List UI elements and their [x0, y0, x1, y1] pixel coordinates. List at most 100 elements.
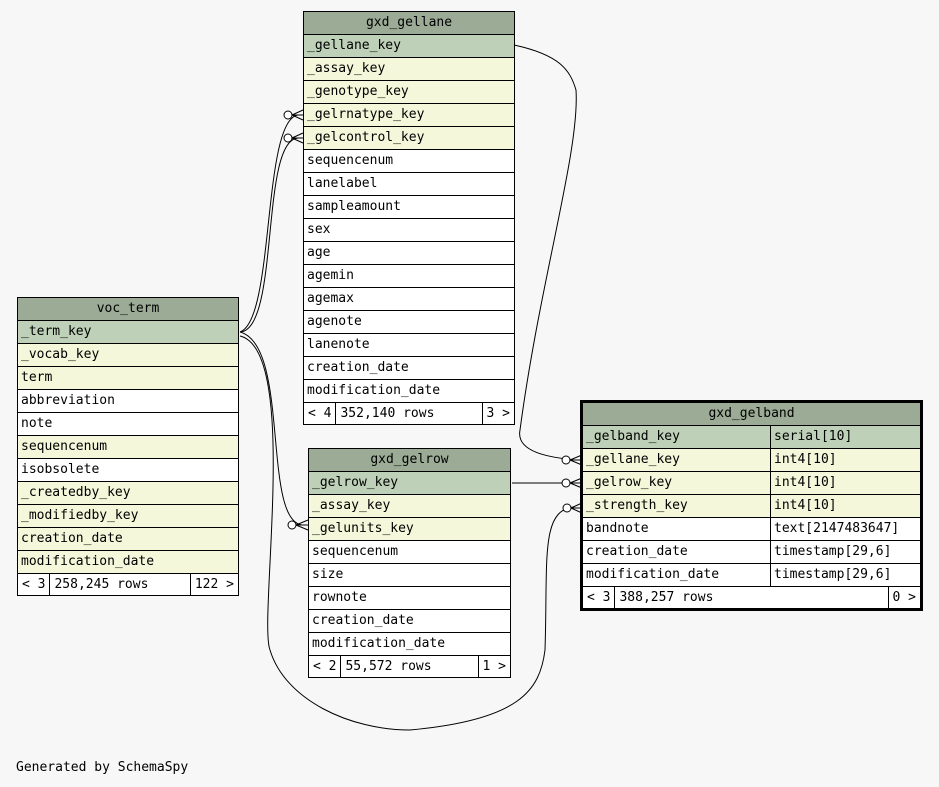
- table-row[interactable]: sampleamount: [304, 196, 514, 219]
- table-row[interactable]: sequencenum: [309, 541, 510, 564]
- connector-term-gelrnatype: [239, 114, 299, 333]
- table-row[interactable]: _assay_key: [304, 58, 514, 81]
- table-row[interactable]: modification_date timestamp[29,6]: [583, 564, 920, 587]
- table-row[interactable]: modification_date: [304, 380, 514, 403]
- table-row[interactable]: _term_key: [18, 321, 238, 344]
- table-row[interactable]: size: [309, 564, 510, 587]
- child-count[interactable]: 0 >: [892, 590, 916, 605]
- row-count[interactable]: 352,140 rows: [336, 403, 483, 424]
- parent-count[interactable]: < 2: [309, 656, 342, 677]
- column-name: abbreviation: [21, 393, 115, 408]
- crowfoot-marker: [291, 109, 304, 121]
- column-name: size: [312, 567, 344, 582]
- table-row[interactable]: _gelrnatype_key: [304, 104, 514, 127]
- column-name: sampleamount: [307, 199, 401, 214]
- column-name: creation_date: [21, 531, 123, 546]
- table-row[interactable]: agemin: [304, 265, 514, 288]
- column-name: sequencenum: [21, 439, 108, 454]
- column-name: modification_date: [586, 567, 720, 582]
- table-row[interactable]: _modifiedby_key: [18, 505, 238, 528]
- table-row[interactable]: creation_date: [18, 528, 238, 551]
- table-row[interactable]: _gelcontrol_key: [304, 127, 514, 150]
- table-row[interactable]: agenote: [304, 311, 514, 334]
- row-count[interactable]: 258,245 rows: [50, 574, 191, 595]
- table-row[interactable]: note: [18, 413, 238, 436]
- column-name: _gelrow_key: [312, 475, 399, 490]
- table-row[interactable]: modification_date: [309, 633, 510, 656]
- column-name: _strength_key: [586, 498, 688, 513]
- row-count[interactable]: 55,572 rows: [341, 656, 479, 677]
- column-name: creation_date: [312, 613, 414, 628]
- child-count[interactable]: 1 >: [482, 659, 506, 674]
- table-row[interactable]: rownote: [309, 587, 510, 610]
- parent-count[interactable]: < 3: [583, 587, 616, 608]
- column-type: timestamp[29,6]: [770, 564, 920, 586]
- table-row[interactable]: _gelunits_key: [309, 518, 510, 541]
- table-row[interactable]: creation_date: [304, 357, 514, 380]
- column-name: rownote: [312, 590, 367, 605]
- column-type: serial[10]: [770, 426, 920, 448]
- child-count[interactable]: 3 >: [486, 406, 510, 421]
- optional-marker: [561, 478, 571, 488]
- column-name: _modifiedby_key: [21, 508, 139, 523]
- parent-count[interactable]: < 3: [18, 574, 51, 595]
- table-row[interactable]: sequencenum: [304, 150, 514, 173]
- table-row[interactable]: _gellane_key: [304, 35, 514, 58]
- table-row[interactable]: _createdby_key: [18, 482, 238, 505]
- child-count[interactable]: 122 >: [194, 577, 234, 592]
- connector-term-strength: [239, 335, 575, 731]
- table-row[interactable]: _genotype_key: [304, 81, 514, 104]
- connector-gellane-gellane: [513, 44, 577, 461]
- column-name: age: [307, 245, 331, 260]
- table-row[interactable]: sex: [304, 219, 514, 242]
- table-title: gxd_gelrow: [309, 449, 510, 472]
- table-row[interactable]: isobsolete: [18, 459, 238, 482]
- table-row[interactable]: creation_date: [309, 610, 510, 633]
- table-row[interactable]: age: [304, 242, 514, 265]
- connector-term-gelcontrol: [239, 137, 299, 333]
- table-title: voc_term: [18, 298, 238, 321]
- table-row[interactable]: lanenote: [304, 334, 514, 357]
- table-row[interactable]: term: [18, 367, 238, 390]
- column-name: lanenote: [307, 337, 370, 352]
- crowfoot-marker: [291, 132, 304, 144]
- table-gxd-gelrow[interactable]: gxd_gelrow _gelrow_key _assay_key _gelunits…: [308, 448, 511, 678]
- table-row[interactable]: lanelabel: [304, 173, 514, 196]
- column-name: agenote: [307, 314, 362, 329]
- row-count[interactable]: 388,257 rows: [615, 587, 889, 608]
- table-row[interactable]: modification_date: [18, 551, 238, 574]
- column-name: _gelunits_key: [312, 521, 414, 536]
- optional-marker: [562, 503, 572, 513]
- column-name: creation_date: [307, 360, 409, 375]
- table-gxd-gellane[interactable]: gxd_gellane_gellane_key_assay_key_genoty…: [303, 11, 515, 425]
- crowfoot-marker: [569, 477, 583, 489]
- crowfoot-marker: [295, 519, 309, 531]
- column-name: _assay_key: [312, 498, 391, 513]
- column-name: _gellane_key: [586, 452, 680, 467]
- table-title: gxd_gellane: [304, 12, 514, 35]
- column-name: note: [21, 416, 53, 431]
- column-name: creation_date: [586, 544, 688, 559]
- parent-count[interactable]: < 4: [304, 403, 337, 424]
- table-row[interactable]: _assay_key: [309, 495, 510, 518]
- column-name: _gelrnatype_key: [307, 107, 425, 122]
- table-row[interactable]: agemax: [304, 288, 514, 311]
- table-row[interactable]: _gelrow_key: [309, 472, 510, 495]
- table-row[interactable]: _vocab_key: [18, 344, 238, 367]
- column-name: sequencenum: [312, 544, 399, 559]
- table-row[interactable]: sequencenum: [18, 436, 238, 459]
- column-name: bandnote: [586, 521, 649, 536]
- table-row[interactable]: abbreviation: [18, 390, 238, 413]
- optional-marker: [283, 133, 293, 143]
